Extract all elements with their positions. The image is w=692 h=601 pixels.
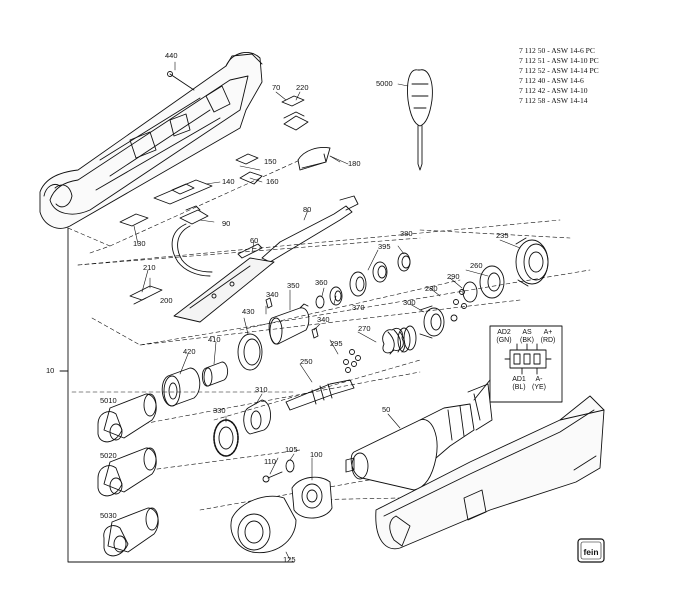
part-label-5010: 5010 [100, 396, 117, 405]
gear-housing-300 [419, 305, 458, 339]
part-label-100: 100 [310, 450, 323, 459]
switch-140 [153, 179, 213, 205]
wiring-connector [473, 325, 563, 403]
part-label-10: 10 [46, 366, 55, 375]
wire-label-ad2: AD2 (GN) [496, 329, 512, 344]
part-label-210: 210 [143, 263, 156, 272]
balls-295 [343, 349, 361, 373]
part-label-430: 430 [242, 307, 255, 316]
part-label-80: 80 [303, 205, 312, 214]
part-label-440: 440 [165, 51, 178, 60]
circuit-board-60 [173, 243, 275, 323]
fein-logo: fein [577, 538, 605, 563]
wire-label-aminus: A- (YE) [532, 376, 546, 391]
part-label-70: 70 [272, 83, 281, 92]
ring-set-360-395 [315, 252, 411, 309]
part-label-310: 310 [255, 385, 268, 394]
pins-340 [265, 297, 319, 339]
model-line: 7 112 42 - ASW 14-10 [519, 86, 588, 95]
bracket-210-200 [129, 277, 163, 305]
model-line: 7 112 50 - ASW 14-6 PC [519, 46, 595, 55]
part-label-360: 360 [315, 278, 328, 287]
model-line: 7 112 58 - ASW 14-14 [519, 96, 588, 105]
part-label-420: 420 [183, 347, 196, 356]
gear-head-100 [291, 476, 333, 519]
ring-430 [237, 333, 263, 371]
part-label-350: 350 [287, 281, 300, 290]
ring-nut-235 [515, 237, 549, 287]
part-label-250: 250 [300, 357, 313, 366]
part-label-235: 235 [496, 231, 509, 240]
washers-280-290 [453, 281, 478, 309]
spring-270 [382, 325, 417, 355]
part-label-180: 180 [348, 159, 361, 168]
part-label-340: 340 [266, 290, 279, 299]
label-leader-lines [133, 155, 521, 481]
front-housing-125 [230, 495, 297, 561]
part-label-140: 140 [222, 177, 235, 186]
part-label-90: 90 [222, 219, 231, 228]
part-label-330: 330 [213, 406, 226, 415]
part-label-130: 130 [133, 239, 146, 248]
part-label-220: 220 [296, 83, 309, 92]
part-label-290: 290 [447, 272, 460, 281]
model-list: 7 112 50 - ASW 14-6 PC 7 112 51 - ASW 14… [519, 46, 599, 106]
wire-label-aplus: A+ (RD) [540, 329, 556, 344]
nut-260 [479, 265, 505, 299]
part-label-300: 300 [403, 298, 416, 307]
part-label-150: 150 [264, 157, 277, 166]
part-label-370: 370 [352, 303, 365, 312]
part-label-5030: 5030 [100, 511, 117, 520]
part-label-5020: 5020 [100, 451, 117, 460]
assembly-bracket-10 [59, 227, 295, 563]
part-label-395: 395 [378, 242, 391, 251]
switch-parts-150-160-180 [235, 147, 341, 185]
part-label-410: 410 [208, 335, 221, 344]
part-label-110: 110 [264, 457, 276, 466]
wire-label-as: AS (BK) [520, 329, 534, 344]
part-label-340: 340 [317, 315, 330, 324]
drive-shaft-250 [285, 363, 355, 411]
pads-130-90 [119, 205, 209, 227]
sleeve-410 [201, 361, 229, 387]
part-label-5000: 5000 [376, 79, 393, 88]
gear-330 [213, 419, 239, 457]
attachment-5030 [103, 507, 159, 557]
housing-half-shell [39, 51, 263, 229]
clutch-310 [243, 399, 271, 435]
svg-text:fein: fein [583, 547, 598, 557]
model-line: 7 112 51 - ASW 14-10 PC [519, 56, 599, 65]
assembly-guide-lines [67, 159, 591, 511]
part-label-295: 295 [330, 339, 343, 348]
attachment-5020 [97, 447, 157, 497]
part-label-60: 60 [250, 236, 259, 245]
part-label-125: 125 [283, 555, 296, 564]
part-label-260: 260 [470, 261, 483, 270]
wire-label-ad1: AD1 (BL) [512, 376, 526, 391]
attachment-5010 [97, 393, 157, 443]
housing-shell-lower [375, 395, 605, 550]
model-line: 7 112 40 - ASW 14-6 [519, 76, 584, 85]
model-line: 7 112 52 - ASW 14-14 PC [519, 66, 599, 75]
connector-strip-80 [261, 195, 359, 263]
wire-harness [171, 223, 213, 277]
motor-50 [345, 383, 493, 491]
part-label-160: 160 [266, 177, 279, 186]
part-label-270: 270 [358, 324, 371, 333]
sleeve-350 [268, 303, 310, 345]
screwdriver-5000 [397, 69, 433, 171]
part-label-50: 50 [382, 405, 391, 414]
part-label-200: 200 [160, 296, 173, 305]
screw-440 [167, 61, 195, 91]
pads-70-220 [275, 91, 309, 131]
part-label-380: 380 [400, 229, 413, 238]
part-label-280: 280 [425, 284, 438, 293]
nut-420 [161, 367, 201, 407]
part-label-105: 105 [285, 445, 298, 454]
